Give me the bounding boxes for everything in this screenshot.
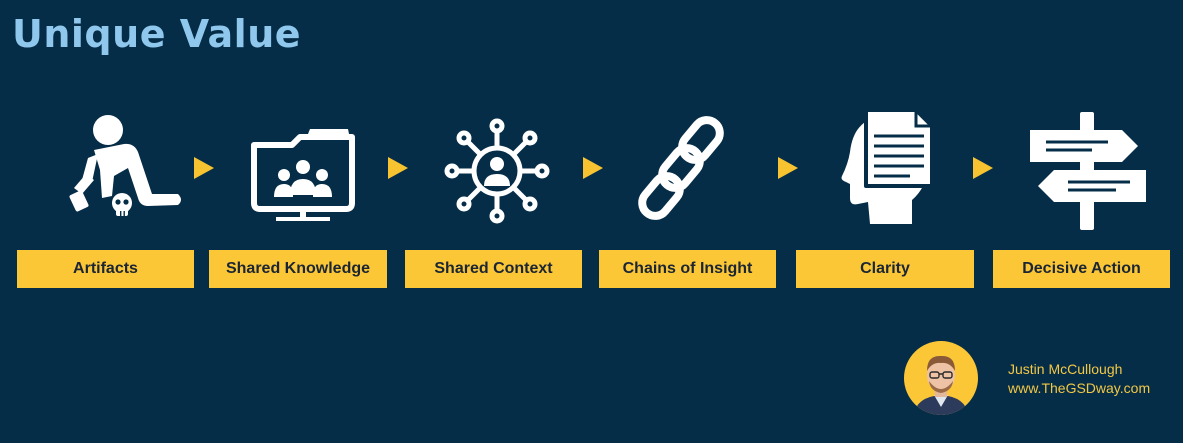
- step-label-decisive-action: Decisive Action: [993, 250, 1170, 288]
- signpost-icon: [1026, 112, 1150, 230]
- step-label-chains-of-insight: Chains of Insight: [599, 250, 776, 288]
- author-info: Justin McCullough www.TheGSDway.com: [1008, 360, 1150, 398]
- chain-link-icon: [626, 112, 738, 224]
- avatar: [904, 341, 978, 415]
- arrow-right-icon: [194, 157, 214, 179]
- head-document-icon: [840, 108, 936, 226]
- author-website: www.TheGSDway.com: [1008, 379, 1150, 398]
- step-label-artifacts: Artifacts: [17, 250, 194, 288]
- page-title: Unique Value: [12, 12, 301, 56]
- arrow-right-icon: [778, 157, 798, 179]
- network-person-icon: [444, 118, 550, 224]
- arrow-right-icon: [583, 157, 603, 179]
- person-digging-skull-icon: [68, 110, 184, 220]
- step-label-shared-context: Shared Context: [405, 250, 582, 288]
- arrow-right-icon: [388, 157, 408, 179]
- folder-people-icon: [248, 125, 358, 225]
- step-label-shared-knowledge: Shared Knowledge: [209, 250, 387, 288]
- author-name: Justin McCullough: [1008, 360, 1150, 379]
- step-label-clarity: Clarity: [796, 250, 974, 288]
- arrow-right-icon: [973, 157, 993, 179]
